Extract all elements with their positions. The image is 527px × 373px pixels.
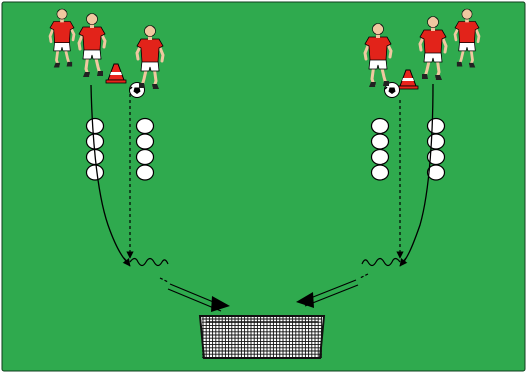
player-shorts bbox=[423, 51, 443, 63]
player-hair bbox=[144, 26, 156, 30]
ball-patch bbox=[129, 86, 133, 90]
player-right-queue bbox=[418, 16, 448, 80]
hurdle-disc bbox=[135, 148, 155, 166]
hurdle-disc bbox=[85, 133, 105, 150]
right-run-arrow bbox=[399, 257, 408, 267]
player-shirt bbox=[419, 29, 447, 54]
left-run-arrow bbox=[122, 257, 131, 267]
player-boot bbox=[468, 62, 476, 68]
hurdle-disc bbox=[85, 164, 105, 181]
player-neck bbox=[60, 18, 64, 23]
right-run-path bbox=[401, 83, 434, 265]
balls bbox=[129, 82, 400, 98]
ball-patch bbox=[133, 87, 141, 94]
left-wavy-dribble bbox=[129, 257, 169, 267]
players bbox=[48, 8, 481, 89]
ball-patch bbox=[388, 87, 396, 94]
player-left-back bbox=[48, 8, 76, 68]
player-boot bbox=[435, 75, 442, 80]
player-neck bbox=[148, 36, 152, 40]
cone-stripe bbox=[110, 72, 122, 75]
player-right-dribbler bbox=[363, 23, 393, 87]
hurdle-disc bbox=[370, 133, 390, 150]
player-boot bbox=[53, 62, 61, 68]
player-boot bbox=[83, 72, 90, 77]
player-boot bbox=[422, 74, 428, 79]
player-shorts bbox=[458, 41, 476, 52]
player-head bbox=[461, 8, 473, 20]
player-hair bbox=[56, 9, 68, 14]
player-hair bbox=[86, 14, 98, 18]
hurdle-disc bbox=[370, 117, 390, 135]
hurdle-disc bbox=[426, 117, 446, 135]
hurdle-column-right-outer bbox=[426, 117, 446, 181]
player-head bbox=[86, 13, 98, 25]
player-head bbox=[427, 16, 439, 28]
player-shorts bbox=[140, 60, 160, 72]
player-shirt bbox=[136, 38, 164, 63]
left-run-path bbox=[90, 84, 130, 265]
player-shorts bbox=[53, 41, 71, 52]
player-shirt bbox=[49, 21, 75, 43]
small-goal bbox=[198, 315, 326, 359]
player-shirt bbox=[364, 36, 392, 61]
player-boot bbox=[152, 84, 159, 89]
hurdle-disc bbox=[426, 164, 446, 181]
player-shorts bbox=[82, 48, 102, 60]
hurdle-disc bbox=[135, 117, 155, 135]
player-head bbox=[56, 8, 68, 20]
right-wavy-dribble bbox=[361, 257, 401, 267]
hurdle-disc bbox=[370, 148, 390, 166]
ball-patch bbox=[384, 86, 388, 90]
movement-paths bbox=[90, 83, 434, 312]
hurdle-disc bbox=[85, 117, 105, 135]
cone-stripe bbox=[402, 78, 414, 81]
player-shirt bbox=[454, 21, 480, 43]
right-shot-line-b bbox=[304, 284, 359, 307]
player-hair bbox=[372, 24, 384, 28]
player-left-queue bbox=[77, 13, 107, 77]
player-head bbox=[144, 25, 156, 37]
hurdle-disc bbox=[135, 164, 155, 181]
player-boot bbox=[369, 82, 376, 87]
player-neck bbox=[376, 34, 380, 38]
player-head bbox=[372, 23, 384, 35]
hurdle-columns bbox=[85, 117, 446, 181]
right-shot-arrowhead bbox=[296, 292, 314, 308]
player-neck bbox=[465, 18, 469, 23]
player-right-back bbox=[453, 8, 481, 68]
cone-base bbox=[105, 79, 127, 84]
player-boot bbox=[456, 61, 463, 67]
right-dash-link bbox=[359, 273, 369, 279]
player-boot bbox=[66, 61, 73, 67]
player-boot bbox=[383, 81, 389, 86]
right-ball bbox=[384, 82, 400, 98]
left-cone bbox=[105, 63, 127, 84]
player-left-dribbler bbox=[135, 25, 165, 89]
cone-base bbox=[397, 85, 419, 90]
hurdle-column-left-inner bbox=[135, 117, 155, 181]
player-hair bbox=[427, 17, 439, 21]
hurdle-column-left-outer bbox=[85, 117, 105, 181]
player-hair bbox=[461, 9, 473, 14]
hurdle-disc bbox=[426, 133, 446, 150]
hurdle-disc bbox=[135, 133, 155, 150]
player-shorts bbox=[368, 58, 388, 70]
hurdle-column-right-inner bbox=[370, 117, 390, 181]
player-neck bbox=[431, 27, 435, 31]
left-shot-arrowhead bbox=[211, 296, 230, 312]
left-dash-link bbox=[159, 277, 169, 283]
player-neck bbox=[90, 24, 94, 28]
hurdle-disc bbox=[370, 164, 390, 181]
goal-net bbox=[202, 317, 322, 358]
player-boot bbox=[97, 71, 103, 76]
player-boot bbox=[139, 83, 145, 88]
player-shirt bbox=[78, 26, 106, 51]
